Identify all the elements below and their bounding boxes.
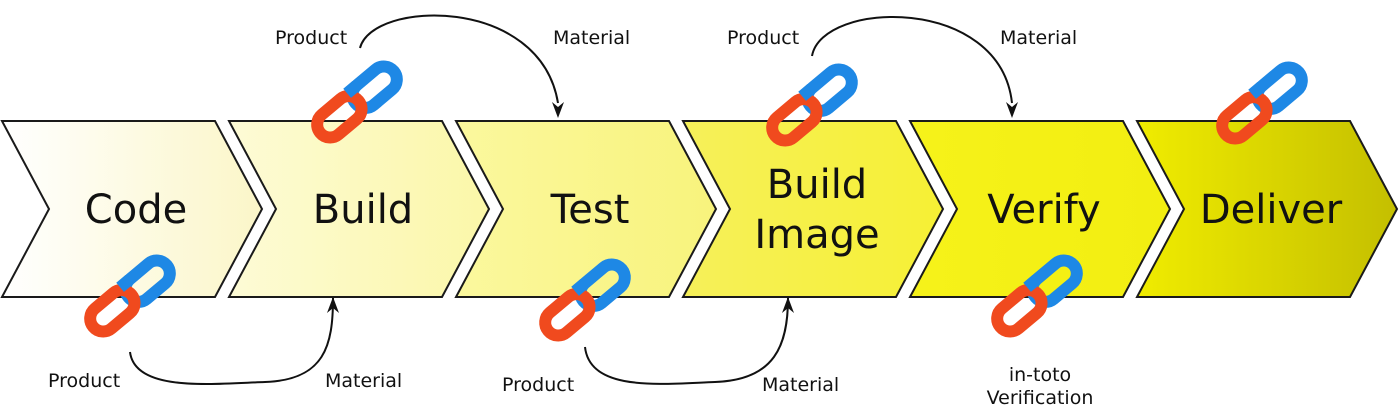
link-2-material-label: Material [553, 27, 630, 49]
verification-caption-line-1: in-toto [1009, 364, 1071, 386]
stage-chevron-5 [908, 120, 1172, 298]
flow-arrow-2 [359, 14, 559, 104]
stage-3-label-line-1: Test [550, 187, 630, 233]
chain-link-icon [84, 254, 176, 338]
chain-link-icon [766, 63, 858, 147]
link-4-material-label: Material [1000, 27, 1077, 49]
link-labels: Product Material Product Material Produc… [48, 27, 1077, 396]
stage-2-label-line-1: Build [313, 187, 413, 233]
chain-link-icon [311, 60, 403, 144]
stage-chevron-2 [227, 120, 491, 298]
link-1-material-label: Material [325, 370, 402, 392]
flow-arrowhead-4 [1006, 102, 1018, 118]
link-3-product-label: Product [502, 374, 574, 396]
stage-5-label-line-1: Verify [987, 187, 1100, 233]
stage-6-label-line-1: Deliver [1200, 187, 1343, 233]
link-3-material-label: Material [762, 374, 839, 396]
stage-chevron-3 [454, 120, 718, 298]
stage-1-label-line-1: Code [85, 187, 187, 233]
flow-arrow-1 [129, 297, 334, 385]
flow-arrowhead-3 [782, 297, 794, 313]
verification-caption-line-2: Verification [987, 387, 1094, 409]
link-4-product-label: Product [727, 27, 799, 49]
chain-link-icons [84, 60, 1308, 342]
stage-chevron-6 [1135, 120, 1399, 298]
chain-link-icon [539, 258, 631, 342]
stage-4-label-line-1: Build [767, 162, 867, 208]
link-2-product-label: Product [275, 27, 347, 49]
flow-arrows [129, 14, 1018, 385]
chain-link-icon [1216, 61, 1308, 145]
chain-link-icon [991, 254, 1083, 338]
stage-4-label-line-2: Image [754, 212, 879, 258]
flow-arrowhead-1 [327, 297, 339, 313]
flow-arrow-3 [584, 297, 789, 385]
flow-arrow-4 [811, 16, 1013, 104]
flow-arrowhead-2 [552, 102, 564, 118]
stage-chevron-1 [0, 120, 264, 298]
stage-chevron-4 [681, 120, 945, 298]
link-1-product-label: Product [48, 370, 120, 392]
verification-caption: in-toto Verification [987, 364, 1094, 409]
